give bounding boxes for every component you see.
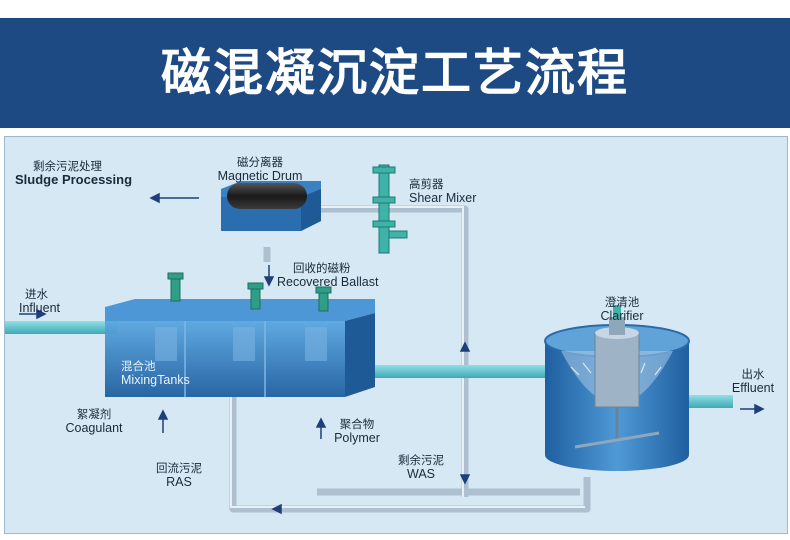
clarifier-tank bbox=[544, 305, 690, 471]
recovered-ballast-label: 回收的磁粉 Recovered Ballast bbox=[277, 261, 379, 289]
mixer-motors bbox=[167, 272, 332, 312]
mixer-motor-1 bbox=[170, 276, 181, 302]
ras-return-pipe bbox=[229, 397, 591, 513]
title-banner: 磁混凝沉淀工艺流程 bbox=[0, 18, 790, 128]
coagulant-label: 絮凝剂 Coagulant bbox=[65, 407, 123, 435]
process-diagram-svg bbox=[5, 164, 765, 515]
ras-left-arrow bbox=[271, 503, 282, 515]
coagulant-arrow bbox=[157, 409, 169, 420]
process-diagram: 剩余污泥处理 Sludge Processing 磁分离器 Magnetic D… bbox=[4, 136, 788, 534]
ballast-arrow bbox=[263, 276, 275, 287]
was-label: 剩余污泥 WAS bbox=[398, 453, 444, 481]
effluent-arrow bbox=[754, 403, 765, 415]
magnetic-drum-label: 磁分离器 Magnetic Drum bbox=[217, 155, 303, 183]
mixing-tanks-label: 混合池 MixingTanks bbox=[121, 359, 190, 387]
influent-pipe bbox=[5, 321, 117, 334]
return-sludge-pipes bbox=[229, 205, 591, 513]
ras-label: 回流污泥 RAS bbox=[156, 461, 202, 489]
clarifier-label: 澄清池 Clarifier bbox=[600, 295, 644, 323]
shear-mixer-label: 高剪器 Shear Mixer bbox=[409, 177, 477, 205]
mixer-motor-3 bbox=[318, 290, 329, 312]
ras-up-arrow bbox=[459, 341, 471, 352]
sludge-out-arrow bbox=[149, 192, 160, 204]
effluent-pipe bbox=[685, 395, 733, 408]
influent-arrow bbox=[36, 308, 47, 320]
transfer-pipe bbox=[365, 365, 555, 378]
magnetic-drum bbox=[221, 181, 321, 231]
effluent-label: 出水 Effluent bbox=[731, 367, 775, 395]
flow-arrows bbox=[19, 192, 765, 515]
was-down-arrow bbox=[459, 474, 471, 485]
mixing-tanks bbox=[105, 299, 375, 397]
shear-mixer-feed-pipe bbox=[305, 205, 469, 497]
drum-cylinder bbox=[227, 183, 307, 209]
sludge-processing-label: 剩余污泥处理 Sludge Processing bbox=[15, 159, 133, 187]
mixer-motor-2 bbox=[250, 286, 261, 310]
polymer-label: 聚合物 Polymer bbox=[334, 417, 380, 445]
influent-label: 进水 Influent bbox=[19, 287, 61, 315]
polymer-arrow bbox=[315, 417, 327, 428]
page-title: 磁混凝沉淀工艺流程 bbox=[161, 44, 629, 102]
shear-mixer bbox=[372, 164, 408, 254]
